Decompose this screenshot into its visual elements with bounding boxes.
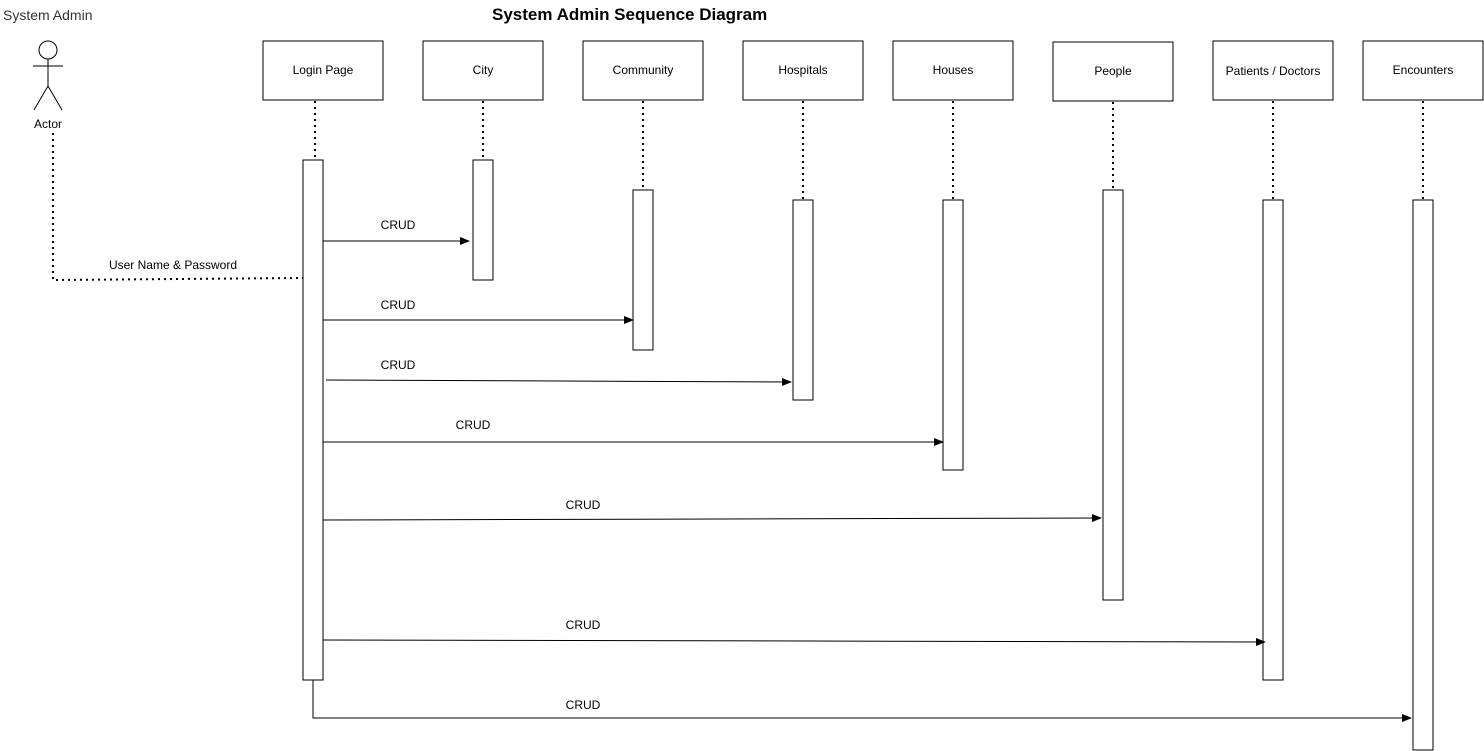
- message-label: CRUD: [456, 418, 491, 432]
- actor: Actor: [33, 40, 63, 131]
- message-arrow: [312, 680, 1412, 722]
- lifeline-box: [1052, 41, 1174, 102]
- message-crud-encounters: CRUD: [312, 680, 1412, 722]
- lifeline-houses: Houses: [892, 40, 1014, 200]
- message-label: CRUD: [381, 218, 416, 232]
- message-label: CRUD: [566, 618, 601, 632]
- lifeline-label: People: [1094, 64, 1132, 78]
- lifeline-box: [742, 40, 864, 101]
- message-arrow: [325, 377, 792, 386]
- lifeline-hospitals: Hospitals: [742, 40, 864, 200]
- message-crud-hospitals: CRUD: [325, 358, 792, 386]
- message-label: CRUD: [566, 698, 601, 712]
- activation-bar-hospitals: [792, 199, 814, 401]
- lifeline-patients-doctors: Patients / Doctors: [1212, 40, 1334, 200]
- lifeline-label: Houses: [933, 63, 974, 77]
- lifeline-label: Community: [613, 63, 674, 77]
- message-label: CRUD: [381, 358, 416, 372]
- lifeline-box: [262, 40, 384, 101]
- message-crud-city: CRUD: [323, 218, 470, 245]
- lifeline-label: Hospitals: [778, 63, 827, 77]
- activation-bar-city: [472, 159, 494, 281]
- lifeline-box: [892, 40, 1014, 101]
- lifeline-login-page: Login Page: [262, 40, 384, 160]
- lifeline-encounters: Encounters: [1362, 40, 1484, 200]
- message-crud-people: CRUD: [322, 498, 1102, 523]
- message-crud-houses: CRUD: [323, 418, 944, 446]
- activation-bar-people: [1102, 189, 1124, 601]
- actor-label: Actor: [34, 117, 62, 131]
- lifeline-city: City: [422, 40, 544, 160]
- lifeline-box: [582, 40, 704, 101]
- diagram-title: System Admin Sequence Diagram: [492, 5, 768, 24]
- message-crud-patients-doctors: CRUD: [322, 618, 1266, 646]
- message-arrow: [322, 514, 1102, 523]
- message-label: CRUD: [566, 498, 601, 512]
- lifeline-label: Encounters: [1393, 63, 1454, 77]
- message-arrow: [322, 637, 1266, 646]
- lifeline-label: Patients / Doctors: [1226, 64, 1321, 78]
- lifeline-people: People: [1052, 41, 1174, 190]
- actor-icon: [33, 40, 63, 111]
- activation-bar-patients-doctors: [1262, 199, 1284, 681]
- lifeline-label: City: [473, 63, 494, 77]
- lifeline-box: [422, 40, 544, 101]
- message-crud-community: CRUD: [323, 298, 634, 324]
- lifeline-label: Login Page: [293, 63, 354, 77]
- activation-bar-community: [632, 189, 654, 351]
- actor-lifeline: [52, 133, 304, 282]
- activation-bar-login-page: [302, 159, 324, 681]
- message-label: CRUD: [381, 298, 416, 312]
- activation-bar-encounters: [1412, 199, 1434, 751]
- corner-label: System Admin: [3, 7, 93, 23]
- activation-bar-houses: [942, 199, 964, 471]
- lifeline-box: [1362, 40, 1484, 101]
- login-message-label: User Name & Password: [109, 258, 237, 272]
- lifeline-community: Community: [582, 40, 704, 190]
- lifeline-box: [1212, 40, 1334, 101]
